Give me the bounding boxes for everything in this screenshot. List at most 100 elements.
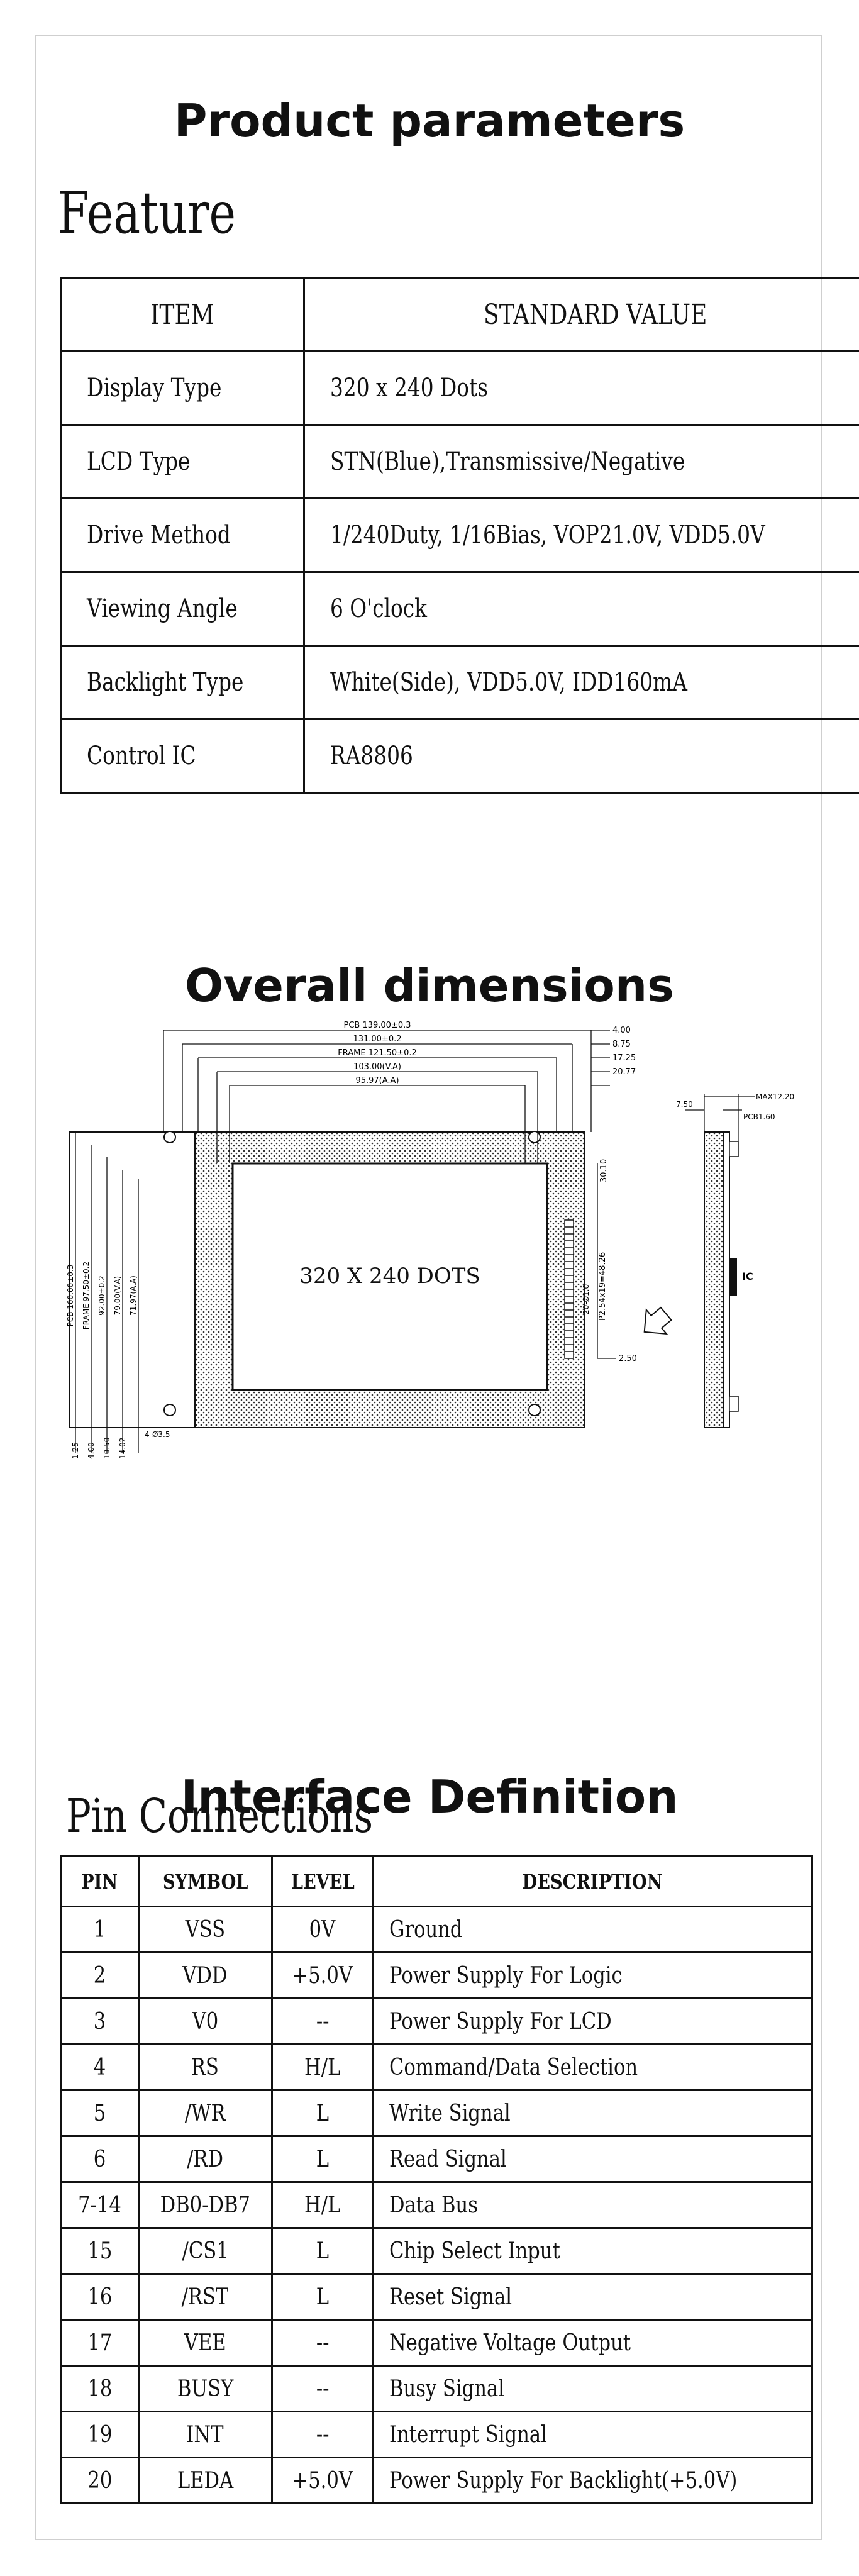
pin-level: H/L <box>270 2181 375 2229</box>
dim-4: 4.00 <box>612 1026 631 1035</box>
connector-pins <box>564 1219 574 1359</box>
pin-header-level: LEVEL <box>270 1855 375 1907</box>
mount-hole <box>528 1131 541 1143</box>
dim-aa-width: 95.97(A.A) <box>355 1076 399 1085</box>
feature-item: LCD Type <box>59 424 306 499</box>
screen-label: 320 X 240 DOTS <box>299 1263 480 1289</box>
pin-symbol: /WR <box>137 2089 273 2137</box>
pin-symbol: /CS1 <box>137 2227 273 2275</box>
feature-row: Drive Method 1/240Duty, 1/16Bias, VOP21.… <box>59 497 859 573</box>
dim-750: 7.50 <box>676 1100 693 1109</box>
dim-max-height: MAX12.20 <box>756 1092 794 1101</box>
feature-row: LCD Type STN(Blue),Transmissive/Negative <box>59 424 859 499</box>
pin-number: 4 <box>60 2043 140 2091</box>
dim-2077: 20.77 <box>612 1067 636 1077</box>
pin-description: Interrupt Signal <box>372 2411 814 2458</box>
dim-pcb-thickness: PCB1.60 <box>743 1113 775 1121</box>
pin-number: 15 <box>60 2227 140 2275</box>
side-view <box>685 1094 755 1428</box>
dim-pcb-width: PCB 139.00±0.3 <box>343 1021 411 1030</box>
pin-description: Negative Voltage Output <box>372 2319 814 2367</box>
pin-symbol: /RD <box>137 2135 273 2183</box>
pin-description: Data Bus <box>372 2181 814 2229</box>
pin-description: Power Supply For LCD <box>372 1997 814 2045</box>
dim-1050: 10.50 <box>103 1438 111 1459</box>
feature-row: Display Type 320 x 240 Dots <box>59 350 859 426</box>
dim-250: 2.50 <box>619 1354 637 1363</box>
feature-table: ITEM STANDARD VALUE Display Type 320 x 2… <box>59 277 859 794</box>
pin-level: L <box>270 2135 375 2183</box>
pin-description: Write Signal <box>372 2089 814 2137</box>
section-title-overall-dimensions: Overall dimensions <box>185 959 674 1012</box>
feature-header-item: ITEM <box>59 277 306 352</box>
dimension-drawing: 320 X 240 DOTS <box>66 1021 794 1459</box>
pin-level: H/L <box>270 2043 375 2091</box>
lcd-screen <box>231 1162 548 1391</box>
pin-header-pin: PIN <box>60 1855 140 1907</box>
dim-125: 1.25 <box>71 1442 80 1459</box>
pin-number: 3 <box>60 1997 140 2045</box>
feature-value: RA8806 <box>303 718 859 794</box>
pin-symbol: INT <box>137 2411 273 2458</box>
pin-level: 0V <box>270 1906 375 1953</box>
feature-item: Control IC <box>59 718 306 794</box>
mount-hole <box>528 1404 541 1416</box>
pin-description: Ground <box>372 1906 814 1953</box>
dim-pitch: P2.54x19=48.26 <box>598 1252 607 1321</box>
feature-item: Viewing Angle <box>59 571 306 647</box>
feature-subtitle: Feature <box>58 179 236 247</box>
feature-item: Drive Method <box>59 497 306 573</box>
feature-row: Backlight Type White(Side), VDD5.0V, IDD… <box>59 645 859 720</box>
dim-pins: 20-Ø1.0 <box>582 1284 590 1314</box>
feature-value: 6 O'clock <box>303 571 859 647</box>
pin-symbol: RS <box>137 2043 273 2091</box>
feature-value: White(Side), VDD5.0V, IDD160mA <box>303 645 859 720</box>
pin-level: L <box>270 2089 375 2137</box>
feature-row: Control IC RA8806 <box>59 718 859 794</box>
pin-number: 18 <box>60 2365 140 2412</box>
dim-frame-height: FRAME 97.50±0.2 <box>82 1262 91 1330</box>
pin-number: 7-14 <box>60 2181 140 2229</box>
dim-holes: 4-Ø3.5 <box>145 1430 170 1439</box>
pin-level: -- <box>270 1997 375 2045</box>
dim-4b: 4.00 <box>87 1442 96 1459</box>
dim-1725: 17.25 <box>612 1053 636 1063</box>
feature-item: Display Type <box>59 350 306 426</box>
pin-level: L <box>270 2273 375 2321</box>
side-view-arrow <box>643 1306 672 1335</box>
pin-description: Busy Signal <box>372 2365 814 2412</box>
feature-header-row: ITEM STANDARD VALUE <box>59 277 859 352</box>
ic-label: IC <box>742 1270 753 1282</box>
pin-number: 20 <box>60 2457 140 2504</box>
dim-131: 131.00±0.2 <box>353 1035 401 1044</box>
pin-level: +5.0V <box>270 1951 375 1999</box>
pin-symbol: LEDA <box>137 2457 273 2504</box>
pin-number: 17 <box>60 2319 140 2367</box>
dim-va-width: 103.00(V.A) <box>353 1062 401 1072</box>
dim-va-height: 79.00(V.A) <box>113 1276 122 1315</box>
feature-header-value: STANDARD VALUE <box>303 277 859 352</box>
pin-level: +5.0V <box>270 2457 375 2504</box>
section-title-product-parameters: Product parameters <box>174 94 685 147</box>
feature-value: 1/240Duty, 1/16Bias, VOP21.0V, VDD5.0V <box>303 497 859 573</box>
pin-number: 19 <box>60 2411 140 2458</box>
pin-level: -- <box>270 2411 375 2458</box>
pin-header-symbol: SYMBOL <box>137 1855 273 1907</box>
feature-value: 320 x 240 Dots <box>303 350 859 426</box>
dim-92: 92.00±0.2 <box>97 1275 106 1316</box>
section-title-interface-definition: Interface Definition <box>180 1770 679 1823</box>
dim-1402: 14.02 <box>118 1438 127 1459</box>
pin-description: Power Supply For Logic <box>372 1951 814 1999</box>
dim-pcb-height: PCB 100.00±0.3 <box>66 1265 75 1327</box>
dim-3010: 30.10 <box>599 1159 609 1182</box>
